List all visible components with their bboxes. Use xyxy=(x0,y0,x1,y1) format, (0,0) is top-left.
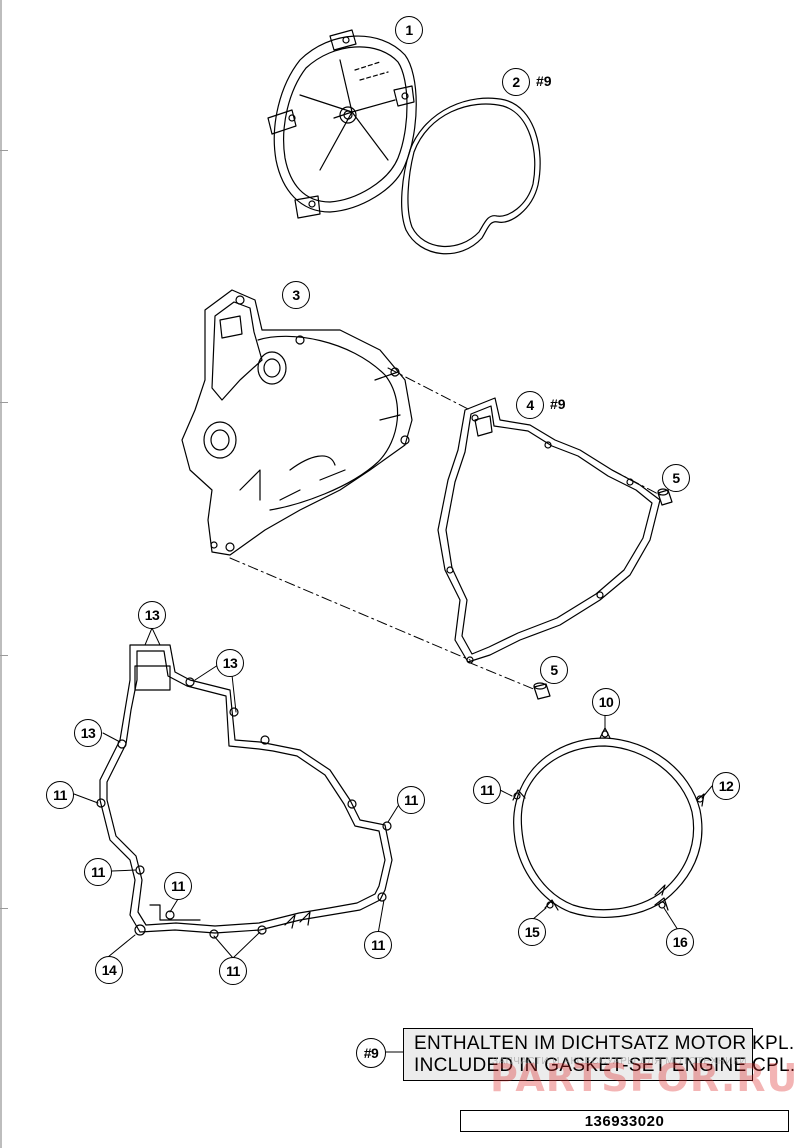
edge-tick xyxy=(0,908,8,909)
gasket-set-note: ENTHALTEN IM DICHTSATZ MOTOR KPL. INCLUD… xyxy=(403,1028,796,1081)
note-line-de: ENTHALTEN IM DICHTSATZ MOTOR KPL. xyxy=(414,1033,795,1054)
dowel-pin-lower xyxy=(533,682,551,700)
cover-gasket-ring xyxy=(401,97,541,255)
callout-11-ring: 11 xyxy=(473,776,501,804)
callout-5-lower: 5 xyxy=(540,656,568,684)
assembly-dashed-lines xyxy=(229,367,661,691)
callout-3: 3 xyxy=(282,281,310,309)
callout-11-bottom: 11 xyxy=(219,957,247,985)
callout-11-left: 11 xyxy=(46,781,74,809)
callout-13-left: 13 xyxy=(74,719,102,747)
callout-gasket-set-ref: #9 xyxy=(356,1038,386,1068)
diagram-part-number: 136933020 xyxy=(460,1110,789,1132)
generator-gasket-part xyxy=(437,397,661,664)
edge-tick xyxy=(0,655,8,656)
callout-11-mid-left: 11 xyxy=(84,858,112,886)
callout-11-inner: 11 xyxy=(164,872,192,900)
callout-2-gasket-set-ref: #9 xyxy=(536,73,552,89)
callout-13-top: 13 xyxy=(138,601,166,629)
callout-4: 4 xyxy=(516,391,544,419)
left-edge-line xyxy=(0,0,2,1148)
callout-13-right: 13 xyxy=(216,649,244,677)
callout-2: 2 xyxy=(502,68,530,96)
generator-cover-part xyxy=(181,289,413,556)
callout-1: 1 xyxy=(395,16,423,44)
callout-10: 10 xyxy=(592,688,620,716)
edge-tick xyxy=(0,150,8,151)
note-line-en: INCLUDED IN GASKET-SET ENGINE CPL. xyxy=(414,1055,796,1076)
leader-lines xyxy=(73,627,713,1053)
dowel-pin-upper xyxy=(657,488,673,506)
watermark-subtitle: ЗАПЧАСТИ И АКСЕССУАРЫ ДЛЯ МОТОТЕХНИКИ xyxy=(492,1056,748,1067)
callout-15: 15 xyxy=(518,918,546,946)
callout-12: 12 xyxy=(712,772,740,800)
callout-11-bottom-right: 11 xyxy=(364,931,392,959)
callout-14: 14 xyxy=(95,956,123,984)
crankcase-gasket-outline xyxy=(96,644,393,939)
watermark-logo: PARTSFOR.RU xyxy=(490,1056,799,1100)
callout-16: 16 xyxy=(666,928,694,956)
callout-4-gasket-set-ref: #9 xyxy=(550,396,566,412)
edge-tick xyxy=(0,402,8,403)
callout-5-upper: 5 xyxy=(662,464,690,492)
clutch-gasket-ring xyxy=(512,727,705,918)
callout-11-right: 11 xyxy=(397,786,425,814)
clutch-cover-part xyxy=(267,29,417,219)
